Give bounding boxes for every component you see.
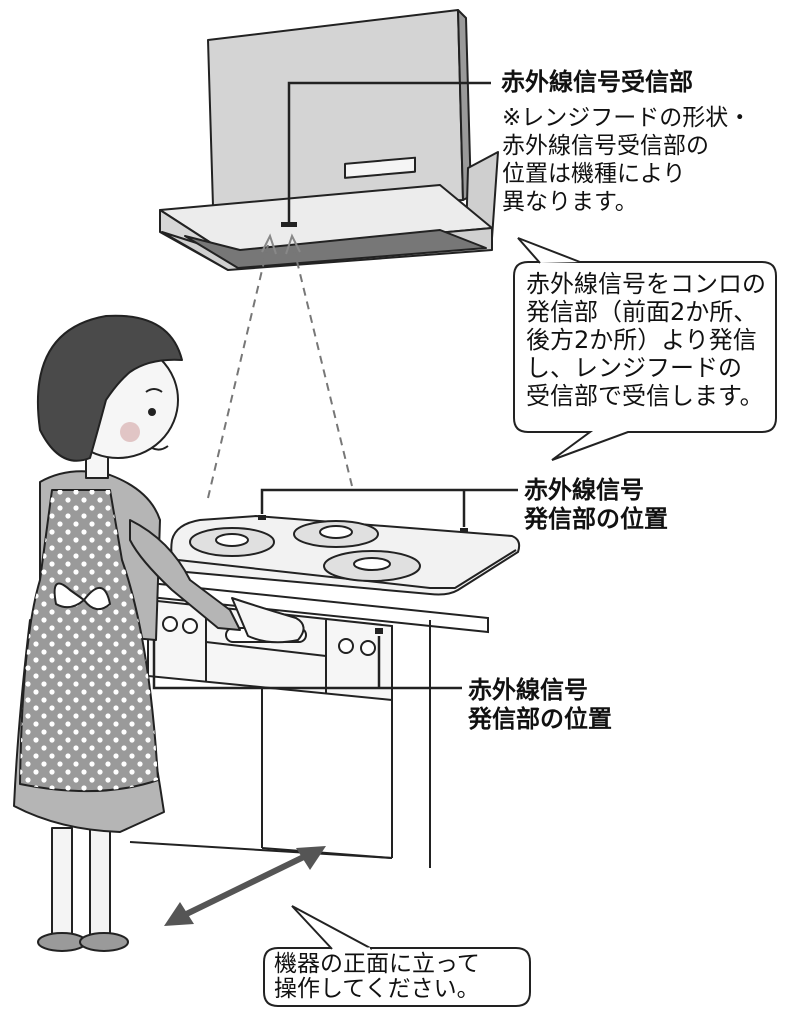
front-emitter-label: 赤外線信号 発信部の位置 — [468, 676, 612, 734]
range-hood — [159, 9, 499, 271]
cabinet — [129, 580, 489, 868]
front-emitter-right — [375, 628, 383, 634]
rear-emitter-label: 赤外線信号 発信部の位置 — [524, 476, 668, 534]
ir-beams — [207, 244, 353, 499]
receiver-title: 赤外線信号受信部 — [501, 68, 693, 96]
top-bubble-text: 赤外線信号をコンロの 発信部（前面2か所、 後方2か所）より発信 し、レンジフー… — [526, 270, 766, 411]
position-arrow — [164, 846, 326, 926]
rear-leader-line — [260, 488, 518, 514]
top-bubble-tail — [517, 237, 581, 264]
receiver-marker — [281, 222, 297, 227]
rear-emitter-right — [460, 528, 468, 533]
bottom-bubble-text: 機器の正面に立って 操作してください。 — [274, 951, 480, 1003]
bottom-bubble-shape — [263, 947, 531, 1007]
bottom-bubble-tail — [291, 905, 373, 950]
rear-emitter-left — [258, 515, 266, 520]
cooktop — [170, 514, 521, 596]
woman-figure — [13, 314, 305, 952]
receiver-leader-line — [287, 81, 491, 222]
top-bubble-shape — [513, 261, 777, 461]
receiver-note: ※レンジフードの形状・ 赤外線信号受信部の 位置は機種により 異なります。 — [502, 105, 752, 216]
